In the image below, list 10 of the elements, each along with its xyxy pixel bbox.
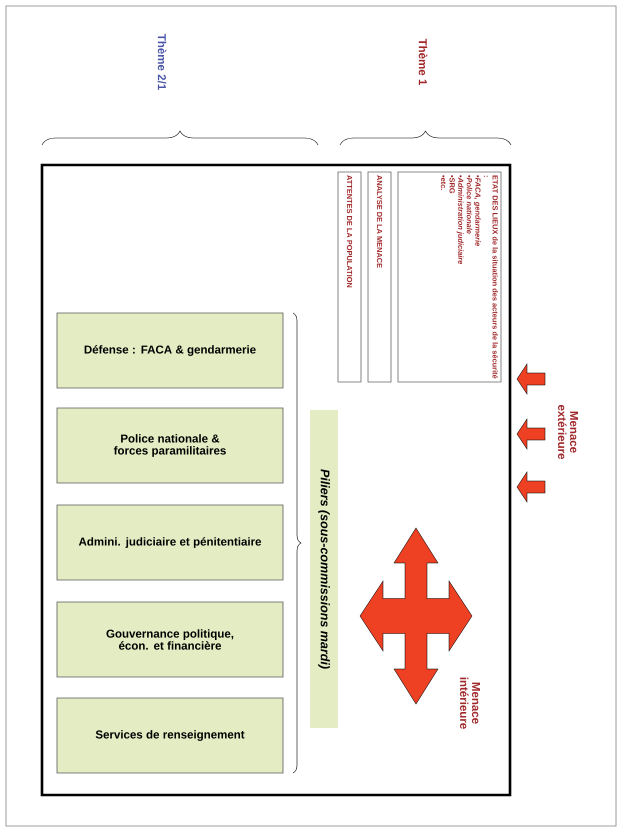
pillar-box: Services de renseignement [56, 698, 284, 774]
threat-label: Menace intérieure [460, 678, 480, 729]
heading: Thème 2/1 [158, 34, 166, 90]
band: Piliers (sous-commissions mardi) [310, 410, 338, 728]
pillar-box: Police nationale & forces paramilitaires [56, 408, 284, 484]
pillar-box: Admini. judiciaire et pénitentiaire [56, 504, 284, 580]
threat-label: Menace extérieure [558, 404, 578, 460]
heading: Thème 1 [418, 38, 428, 86]
pillar-box: Défense : FACA & gendarmerie [56, 312, 284, 388]
pillar-box: Gouvernance politique, écon. et financière [56, 602, 284, 678]
